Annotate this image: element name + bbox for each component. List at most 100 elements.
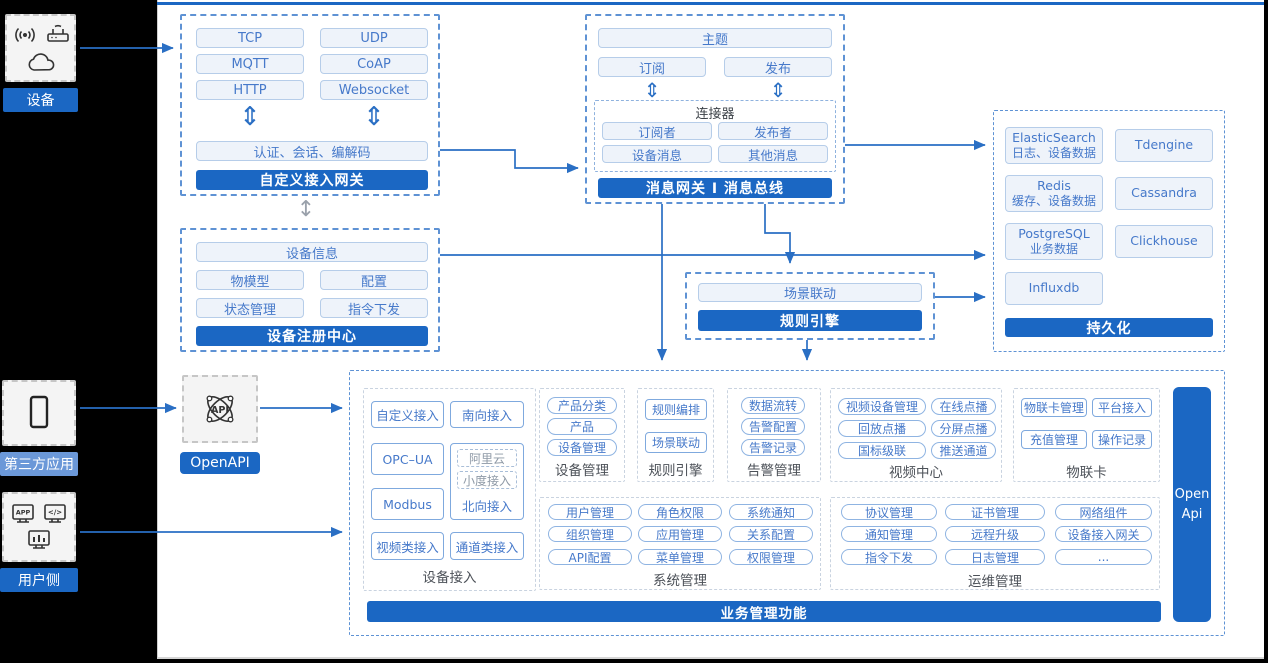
openapi-label: OpenAPI	[180, 452, 260, 474]
item-alarm-config: 告警配置	[741, 418, 805, 435]
item-role-permission: 角色权限	[638, 504, 722, 520]
item-remote-upgrade: 远程升级	[945, 526, 1045, 542]
gray-double-arrow-icon: ↕	[296, 197, 316, 222]
item-recharge-mgmt: 充值管理	[1021, 430, 1087, 449]
device-message-box: 设备消息	[602, 145, 712, 163]
third-party-icon-group	[2, 380, 76, 446]
item-product: 产品	[547, 418, 617, 435]
item-notice-mgmt: 通知管理	[841, 526, 937, 542]
item-xiaodu-access: 小度接入	[457, 471, 517, 489]
device-icon-group	[5, 14, 76, 82]
section-label-rule-engine: 规则引擎	[648, 463, 703, 479]
item-platform-access: 平台接入	[1092, 398, 1152, 417]
phone-icon	[29, 395, 49, 429]
rule-engine-title-bar: 规则引擎	[698, 310, 922, 331]
section-label-iot-card: 物联卡	[1066, 465, 1107, 481]
section-label-ops-mgmt: 运维管理	[968, 574, 1022, 590]
item-menu-mgmt: 菜单管理	[638, 549, 722, 565]
svg-text:APP: APP	[16, 509, 31, 517]
protocol-udp: UDP	[320, 28, 428, 48]
double-arrow-icon: ⇕	[769, 78, 787, 102]
other-message-box: 其他消息	[718, 145, 828, 163]
double-arrow-icon: ⇕	[363, 102, 385, 132]
openapi-icon-box: API	[182, 375, 258, 443]
wifi-signal-icon	[14, 27, 35, 43]
persistence-title-bar: 持久化	[1005, 318, 1213, 337]
double-arrow-icon: ⇕	[239, 102, 261, 132]
store-tdengine: Tdengine	[1115, 129, 1213, 162]
item-iot-card-mgmt: 物联卡管理	[1021, 398, 1087, 417]
thing-model-box: 物模型	[196, 270, 304, 290]
subscribe-box: 订阅	[598, 57, 706, 77]
item-modbus: Modbus	[371, 488, 444, 520]
item-push-channel: 推送通道	[931, 442, 996, 459]
section-label-alarm: 告警管理	[747, 463, 801, 479]
item-data-flow: 数据流转	[741, 397, 805, 414]
item-custom-access: 自定义接入	[371, 401, 444, 428]
item-video-device-mgmt: 视频设备管理	[838, 398, 926, 415]
item-log-mgmt: 日志管理	[945, 549, 1045, 565]
third-party-cloud-icon	[27, 53, 54, 71]
item-cert-mgmt: 证书管理	[945, 504, 1045, 520]
item-system-notice: 系统通知	[729, 504, 813, 520]
item-rule-orchestration: 规则编排	[645, 399, 707, 420]
code-monitor-icon: </>	[44, 504, 66, 523]
double-arrow-icon: ⇕	[643, 78, 661, 102]
section-label-system-mgmt: 系统管理	[653, 573, 707, 589]
protocol-coap: CoAP	[320, 54, 428, 74]
store-influxdb: Influxdb	[1005, 272, 1103, 305]
item-product-category: 产品分类	[547, 397, 617, 414]
app-monitor-icon: APP	[12, 504, 34, 523]
protocol-tcp: TCP	[196, 28, 304, 48]
item-device-access-gateway: 设备接入网关	[1055, 526, 1152, 542]
store-clickhouse: Clickhouse	[1115, 225, 1213, 258]
item-south-access: 南向接入	[450, 401, 524, 428]
status-mgmt-box: 状态管理	[196, 298, 304, 318]
scene-linkage-box: 场景联动	[698, 283, 922, 302]
subscriber-box: 订阅者	[602, 122, 712, 140]
custom-gateway-title-bar: 自定义接入网关	[196, 170, 428, 190]
protocol-mqtt: MQTT	[196, 54, 304, 74]
item-network-component: 网络组件	[1055, 504, 1152, 520]
user-side-icon-group: APP </>	[2, 492, 76, 562]
item-gb-cascade: 国标级联	[838, 442, 926, 459]
item-operation-record: 操作记录	[1092, 430, 1152, 449]
open-api-vertical-bar: Open Api	[1173, 387, 1211, 622]
item-opc-ua: OPC–UA	[371, 443, 444, 475]
item-alarm-record: 告警记录	[741, 439, 805, 456]
item-app-mgmt: 应用管理	[638, 526, 722, 542]
command-dispatch-box: 指令下发	[320, 298, 428, 318]
item-relation-config: 关系配置	[729, 526, 813, 542]
protocol-http: HTTP	[196, 80, 304, 100]
device-rail-label: 设备	[3, 88, 78, 112]
message-bus-title-bar: 消息网关 I 消息总线	[598, 178, 832, 198]
session-codec-box: 认证、会话、编解码	[196, 141, 428, 161]
item-org-mgmt: 组织管理	[548, 526, 632, 542]
item-split-screen: 分屏点播	[931, 420, 996, 437]
protocol-websocket: Websocket	[320, 80, 428, 100]
section-label-device-access: 设备接入	[422, 570, 477, 586]
section-label-device-mgmt: 设备管理	[555, 463, 609, 479]
item-video-access: 视频类接入	[371, 532, 444, 560]
user-side-rail-label: 用户侧	[0, 568, 78, 592]
item-online-play: 在线点播	[931, 398, 996, 415]
device-registry-title-bar: 设备注册中心	[196, 326, 428, 346]
config-box: 配置	[320, 270, 428, 290]
item-api-config: API配置	[548, 549, 632, 565]
third-party-rail-label: 第三方应用	[0, 452, 78, 476]
top-accent-line	[157, 2, 1264, 5]
chart-monitor-icon	[28, 530, 50, 549]
item-channel-access: 通道类接入	[450, 532, 524, 560]
item-command-dispatch: 指令下发	[841, 549, 937, 565]
device-info-box: 设备信息	[196, 242, 428, 262]
item-playback: 回放点播	[838, 420, 926, 437]
router-icon	[46, 25, 69, 42]
section-label-video-center: 视频中心	[889, 465, 943, 481]
svg-text:API: API	[211, 405, 229, 416]
topic-box: 主题	[598, 28, 832, 48]
connector-title: 连接器	[695, 106, 735, 122]
store-cassandra: Cassandra	[1115, 177, 1213, 210]
